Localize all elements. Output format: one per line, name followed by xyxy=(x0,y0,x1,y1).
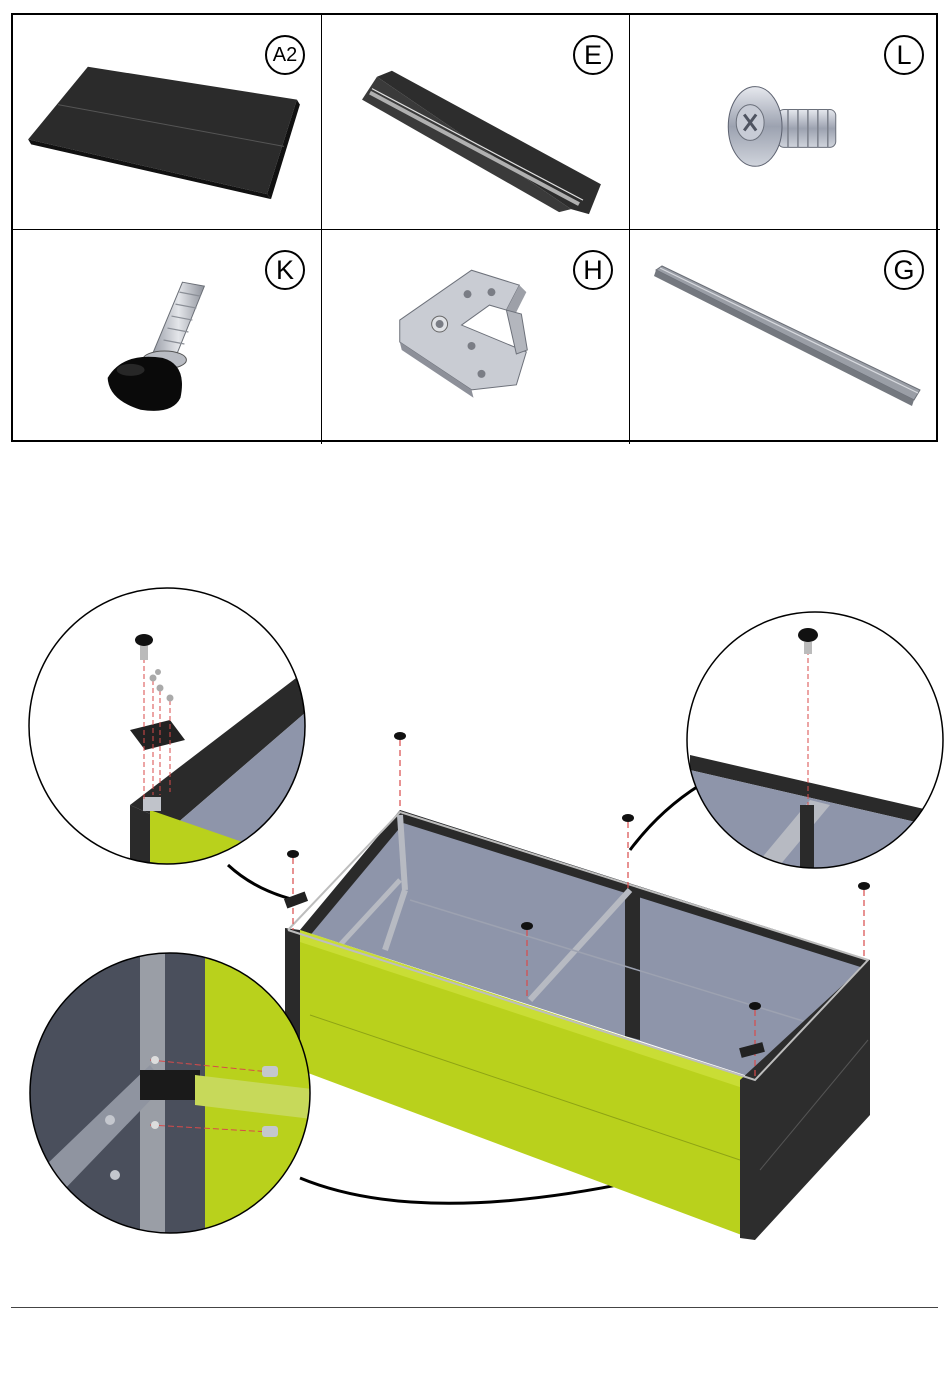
part-label-l: L xyxy=(884,35,924,75)
assembly-diagram xyxy=(0,560,950,1280)
part-label-e: E xyxy=(573,35,613,75)
detail-corner-topright xyxy=(687,612,950,880)
part-cell-l: L xyxy=(630,15,940,230)
part-cell-a2: A2 xyxy=(13,15,322,230)
part-cell-e: E xyxy=(322,15,630,230)
part-label-a2: A2 xyxy=(265,35,305,75)
leader-line xyxy=(228,865,295,900)
footer-divider xyxy=(11,1307,938,1308)
part-label-k: K xyxy=(265,250,305,290)
part-cell-k: K xyxy=(13,230,322,444)
detail-joint-bottomleft xyxy=(20,950,325,1250)
part-label-g: G xyxy=(884,250,924,290)
part-cell-g: G xyxy=(630,230,940,444)
parts-table: A2 E L xyxy=(11,13,938,442)
raised-bed-box xyxy=(285,810,870,1240)
part-label-h: H xyxy=(573,250,613,290)
detail-corner-topleft xyxy=(29,588,320,890)
part-cell-h: H xyxy=(322,230,630,444)
leader-line xyxy=(630,785,700,850)
